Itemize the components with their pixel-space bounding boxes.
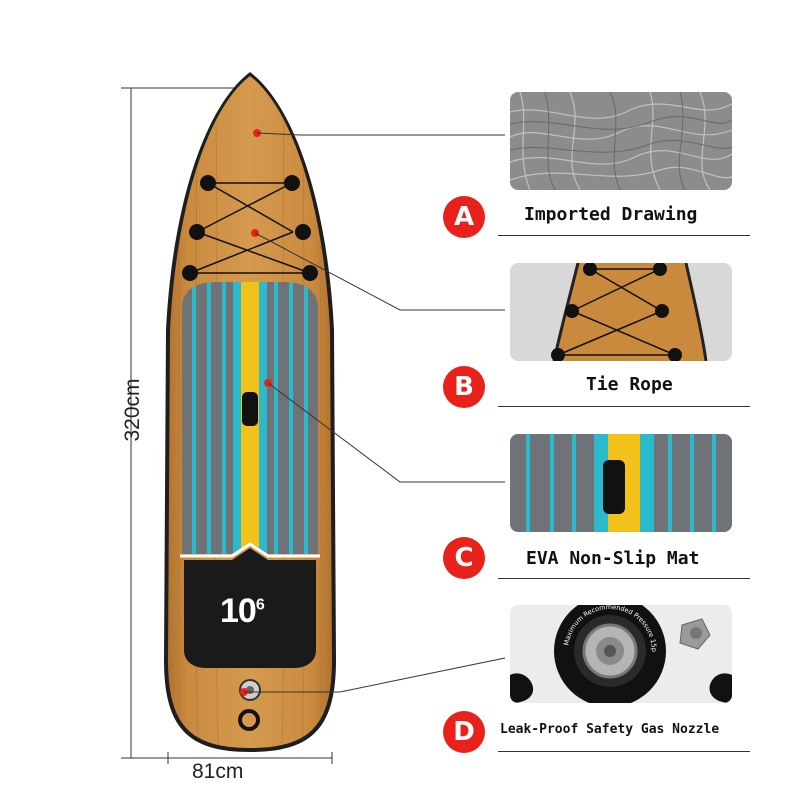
thumb-imported-drawing: [510, 92, 732, 190]
badge-a: A: [443, 196, 485, 238]
feature-label-tie-rope: Tie Rope: [586, 374, 673, 395]
height-dimension-label: 320cm: [121, 378, 144, 442]
thumb-tie-rope: [510, 263, 732, 361]
width-dimension-line: [167, 752, 333, 764]
rule-a: [498, 235, 750, 236]
width-dimension-label: 81cm: [192, 760, 244, 783]
feature-label-leak-proof-safety-gas-nozzle: Leak-Proof Safety Gas Nozzle: [500, 722, 720, 737]
leash-ring-icon: [238, 709, 260, 731]
board-size-main: 10: [220, 592, 257, 630]
spare-valve-icon: [679, 618, 711, 650]
feature-label-imported-drawing: Imported Drawing: [524, 204, 698, 225]
feature-label-eva-non-slip-mat: EVA Non-Slip Mat: [526, 548, 700, 569]
board-size-text: 106: [220, 592, 265, 631]
d-ring-anchors: [182, 175, 318, 281]
rule-c: [498, 578, 750, 579]
rule-b: [498, 406, 750, 407]
badge-d: D: [443, 711, 485, 753]
height-dimension-line: [121, 87, 250, 759]
badge-c: C: [443, 537, 485, 579]
bungee-tie-rope: [189, 182, 311, 274]
callout-lines: [244, 132, 506, 693]
thumb-eva-mat: [510, 434, 732, 532]
carry-handle: [242, 392, 258, 426]
thumb-gas-nozzle: Maximum Recommended Pressure 15psi • 1ba…: [510, 605, 732, 703]
tail-pad: [184, 548, 316, 668]
board-size-sup: 6: [255, 596, 265, 614]
rule-d: [498, 751, 750, 752]
badge-b: B: [443, 366, 485, 408]
